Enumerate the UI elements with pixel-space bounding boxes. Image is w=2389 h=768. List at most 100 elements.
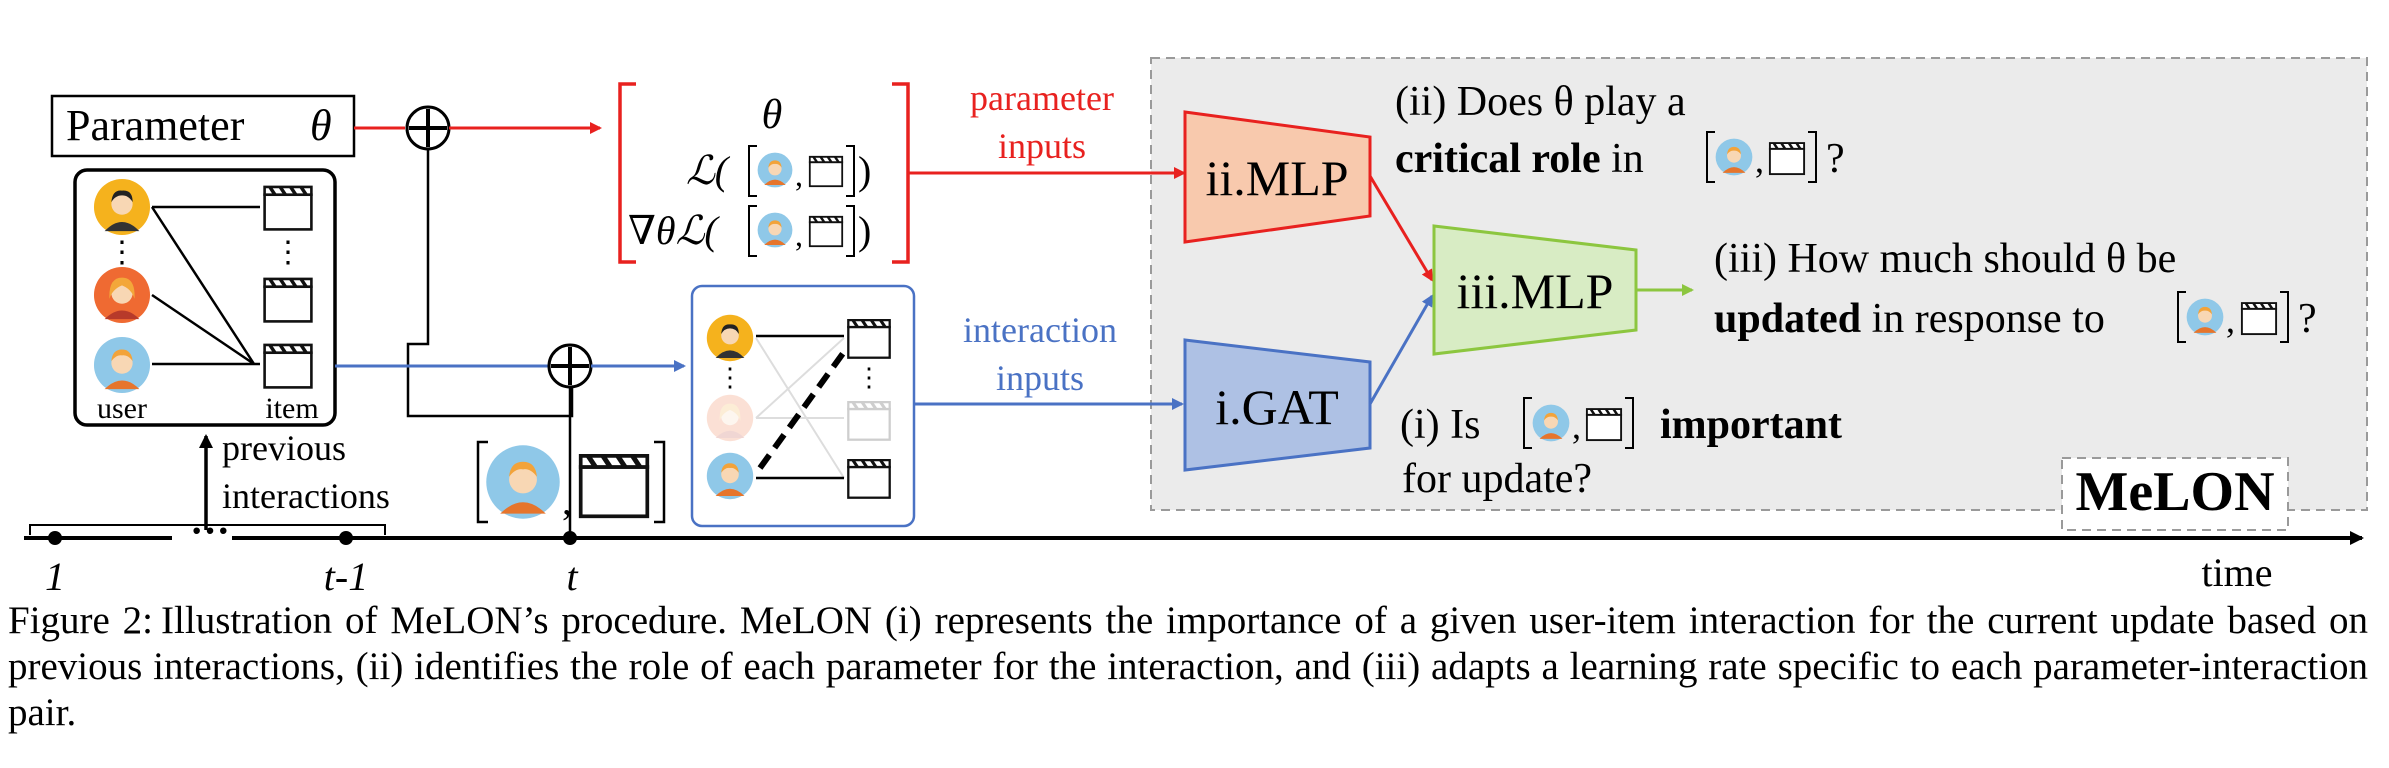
parameter-inputs-label-1: parameter: [970, 78, 1114, 118]
timeline-dot-1: [48, 531, 62, 545]
question-ii-item-icon: [1768, 141, 1806, 176]
question-ii-bracket-l: [1706, 131, 1715, 183]
question-ii-end: ?: [1826, 136, 1845, 182]
diagram-canvas: MeLON Parameter θ ⋮ ⋮ user item previous…: [24, 57, 2368, 599]
question-i-bracket-l: [1523, 397, 1532, 449]
graph-item-1: [846, 318, 892, 360]
red-arrow-to-mlp-iii: [1368, 175, 1434, 282]
question-iii-line1: (iii) How much should θ be: [1714, 236, 2176, 282]
vector-grad-prefix: ∇θℒ(: [628, 208, 720, 253]
previous-brace: [29, 524, 386, 535]
user-icon-boy: [93, 336, 151, 394]
question-i-comma: ,: [1572, 406, 1581, 446]
graph-item-3: [846, 458, 892, 500]
timeline-label-1: 1: [45, 554, 65, 599]
graph-item-faded: [846, 400, 892, 442]
user-icon-man: [93, 178, 151, 236]
graph-user-boy: [706, 452, 754, 500]
pair-item-icon: [581, 456, 648, 516]
figure-caption: Figure 2:Illustration of MeLON’s procedu…: [8, 598, 2368, 736]
parameter-label: Parameter: [66, 101, 245, 150]
pair-user-icon: [486, 445, 560, 519]
item-icon-1: [262, 185, 314, 232]
graph-faded-edges: [755, 337, 845, 479]
plus-sign-top: [409, 109, 447, 147]
vector-loss-user-icon: [757, 152, 793, 188]
interaction-edges: [150, 205, 260, 366]
vector-grad-suffix: ): [858, 208, 871, 253]
parameter-inputs-label-2: inputs: [998, 126, 1086, 166]
mlp-iii-label: iii.MLP: [1457, 263, 1614, 319]
vector-loss-comma: ,: [795, 157, 803, 193]
pair-comma: ,: [562, 478, 572, 523]
question-i-line2: for update?: [1402, 456, 1592, 502]
caption-text: Illustration of MeLON’s procedure. MeLON…: [8, 599, 2368, 734]
question-ii-comma: ,: [1755, 140, 1764, 180]
question-iii-user-icon: [2186, 298, 2224, 336]
item-icon-3: [262, 343, 314, 390]
junction-lines: [406, 149, 574, 418]
gat-label: i.GAT: [1215, 379, 1339, 435]
vector-grad-bracket-r: [846, 205, 855, 257]
vector-bracket-left: [618, 82, 636, 264]
user-dots: ⋮: [107, 236, 137, 269]
question-i-item-icon: [1585, 407, 1623, 442]
question-i-pre: (i) Is: [1400, 402, 1480, 448]
timeline-dot-t1: [339, 531, 353, 545]
mlp-iii-shape: [1432, 224, 1638, 356]
question-ii-user-icon: [1715, 138, 1753, 176]
timeline-time-label: time: [2201, 550, 2272, 595]
parameter-box: [50, 94, 356, 158]
vector-grad-item-icon: [808, 215, 844, 248]
blue-arrow-to-mlp-iii: [1368, 294, 1434, 405]
previous-label-1: previous: [222, 428, 346, 468]
timeline-label-t1: t-1: [324, 554, 368, 599]
mlp-ii-label: ii.MLP: [1205, 150, 1348, 206]
question-iii-line2: updated in response to: [1714, 296, 2105, 342]
user-label: user: [97, 392, 147, 425]
interaction-inputs-label-2: inputs: [996, 358, 1084, 398]
vector-grad-bracket-l: [748, 205, 757, 257]
question-ii-line1: (ii) Does θ play a: [1395, 79, 1686, 125]
pair-bracket-right: [654, 440, 666, 524]
vector-loss-suffix: ): [858, 148, 871, 193]
timeline-label-t: t: [566, 554, 578, 599]
graph-user-man: [706, 314, 754, 362]
vector-theta: θ: [762, 92, 783, 138]
question-i-user-icon: [1532, 404, 1570, 442]
item-label: item: [265, 392, 318, 425]
vector-loss-item-icon: [808, 155, 844, 188]
previous-label-2: interactions: [222, 476, 390, 516]
graph-item-dots: ⋮: [856, 363, 882, 392]
question-i-bold: important: [1660, 402, 1842, 448]
melon-label: MeLON: [2075, 461, 2274, 523]
vector-loss-bracket-l: [748, 145, 757, 197]
parameter-theta: θ: [310, 101, 332, 150]
vector-loss-prefix: ℒ(: [686, 148, 731, 193]
item-dots: ⋮: [273, 236, 303, 269]
vector-grad-user-icon: [757, 212, 793, 248]
question-ii-bracket-r: [1808, 131, 1817, 183]
graph-user-dots: ⋮: [717, 363, 743, 392]
timeline-ellipsis: ···: [190, 508, 230, 553]
mlp-ii-shape: [1183, 110, 1372, 244]
pair-bracket-left: [476, 440, 488, 524]
question-iii-bracket-l: [2177, 291, 2186, 343]
question-iii-end: ?: [2298, 296, 2317, 342]
question-iii-comma: ,: [2226, 300, 2235, 340]
question-iii-bracket-r: [2280, 291, 2289, 343]
question-ii-line2: critical role in: [1395, 136, 1644, 182]
user-icon-woman: [93, 266, 151, 324]
caption-label: Figure 2:: [8, 599, 154, 642]
question-i-bracket-r: [1625, 397, 1634, 449]
timeline-dot-t: [563, 531, 577, 545]
vector-grad-comma: ,: [795, 217, 803, 253]
plus-sign-bottom: [551, 347, 589, 385]
gat-shape: [1183, 338, 1372, 472]
interaction-inputs-label-1: interaction: [963, 310, 1117, 350]
vector-loss-bracket-r: [846, 145, 855, 197]
vector-bracket-right: [892, 82, 910, 264]
question-iii-item-icon: [2240, 301, 2278, 336]
graph-user-faded: [706, 394, 754, 442]
